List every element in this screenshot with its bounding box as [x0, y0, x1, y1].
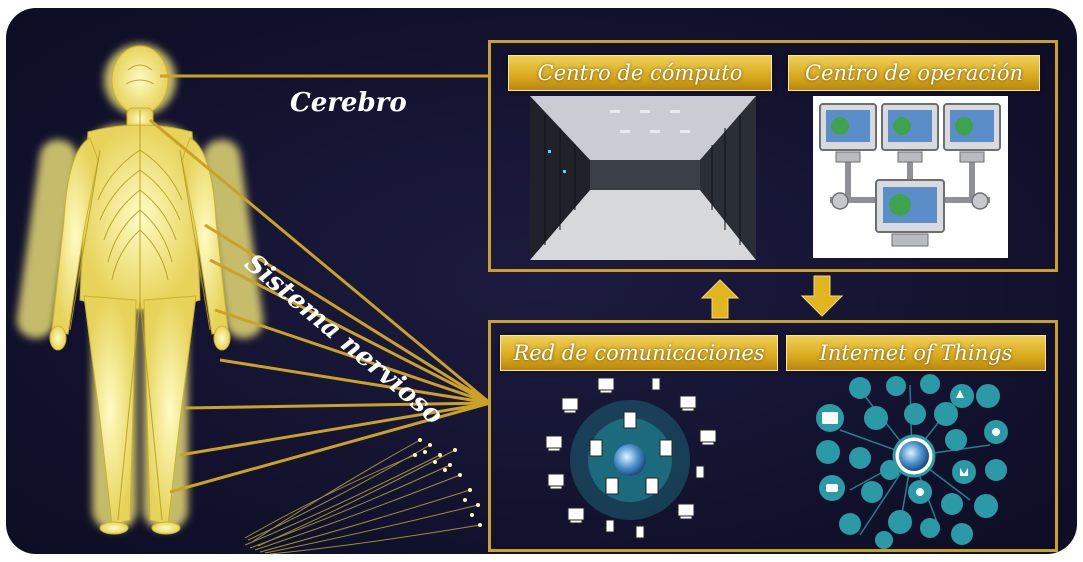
cerebro-label: Cerebro — [290, 88, 407, 118]
monitor-icon — [881, 103, 939, 163]
top-panel — [488, 40, 1058, 272]
monitor-icon — [819, 103, 877, 163]
monitor-icon — [875, 179, 945, 247]
monitor-icon — [943, 103, 1001, 163]
bottom-panel — [488, 320, 1058, 552]
arrow-up-icon — [700, 279, 740, 319]
fiber-optic-bundle — [244, 438, 482, 555]
arrow-down-icon — [800, 275, 844, 317]
communications-network — [545, 377, 717, 539]
server-room-photo — [530, 96, 756, 260]
centro-computo-label: Centro de cómputo — [508, 55, 772, 91]
red-comunicaciones-label: Red de comunicaciones — [500, 335, 778, 371]
iot-icon-cloud — [816, 374, 1008, 549]
centro-operacion-label: Centro de operación — [788, 55, 1040, 91]
connection-lines — [149, 74, 491, 494]
internet-of-things-label: Internet of Things — [786, 335, 1046, 371]
monitor-network-diagram — [813, 96, 1008, 258]
human-nervous-system-figure — [16, 44, 264, 535]
